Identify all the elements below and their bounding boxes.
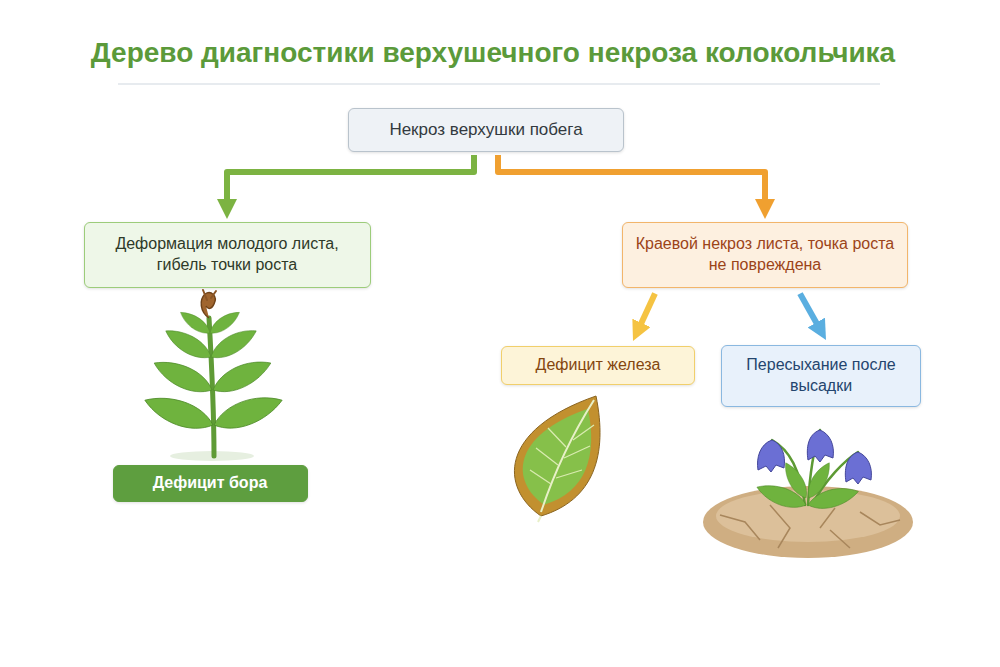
node-text: Дефицит бора xyxy=(124,473,297,494)
connector-arrow xyxy=(800,294,821,332)
node-text: Дефицит железа xyxy=(512,355,684,376)
diagram-title: Дерево диагностики верхушечного некроза … xyxy=(0,37,986,69)
diagnosis-box: Пересыхание после высадки xyxy=(721,345,921,407)
root-box: Некроз верхушки побега xyxy=(348,108,624,152)
node-text: Пересыхание после высадки xyxy=(732,355,910,397)
connector-arrow xyxy=(227,155,474,209)
node-text: Краевой некроз листа, точка роста не пов… xyxy=(635,234,895,276)
node-text: Некроз верхушки побега xyxy=(361,119,611,141)
connector-arrow xyxy=(637,294,655,332)
leaf-illustration xyxy=(514,396,600,522)
branch-box: Деформация молодого листа, гибель точки … xyxy=(84,222,371,288)
bluebell-illustration xyxy=(703,430,913,558)
branch-box: Краевой некроз листа, точка роста не пов… xyxy=(622,222,908,288)
node-text: Деформация молодого листа, гибель точки … xyxy=(97,234,358,276)
diagnosis-box: Дефицит железа xyxy=(501,346,695,385)
plant-illustration xyxy=(141,290,286,461)
title-rule xyxy=(118,83,880,85)
diagnosis-box: Дефицит бора xyxy=(113,465,308,502)
connector-arrow xyxy=(498,155,765,209)
